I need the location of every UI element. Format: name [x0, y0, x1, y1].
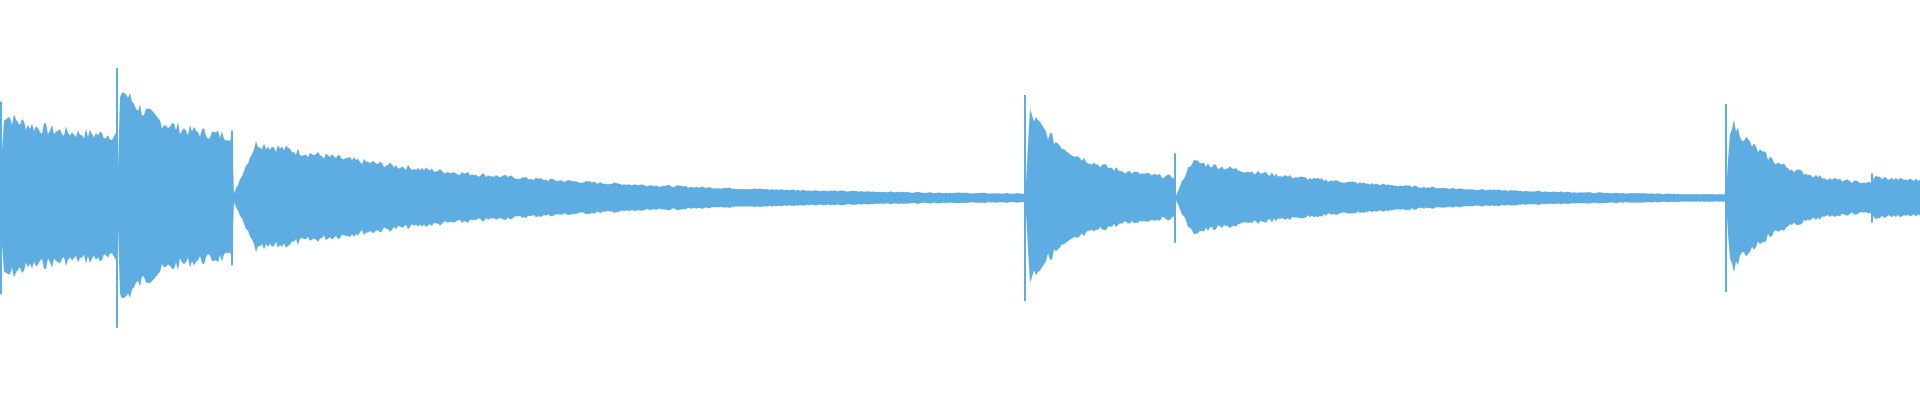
waveform-envelope — [0, 92, 1920, 299]
